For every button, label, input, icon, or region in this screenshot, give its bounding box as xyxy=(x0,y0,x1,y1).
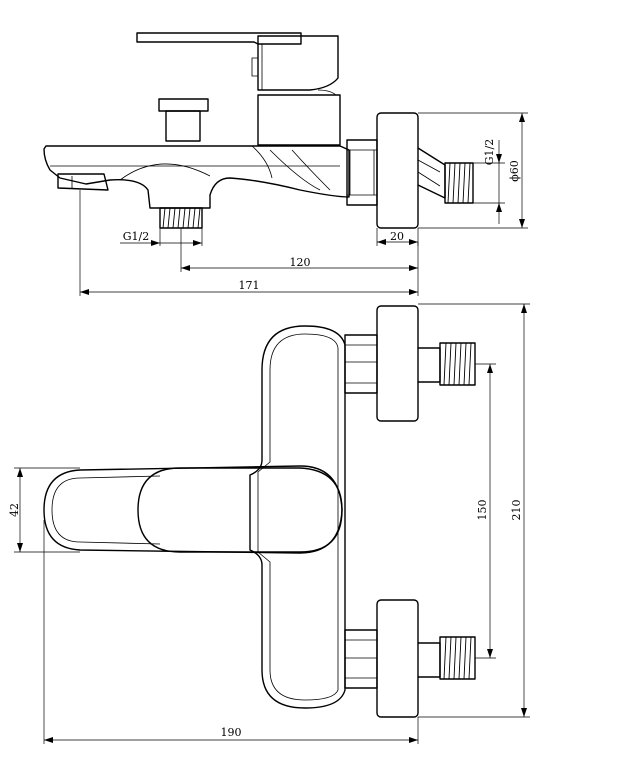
cartridge-housing xyxy=(257,94,341,146)
spout-outlet xyxy=(57,173,109,191)
dim-42: 42 xyxy=(8,503,21,517)
dim-thread-right: G1/2 xyxy=(483,139,496,166)
escutcheon-flange xyxy=(376,112,419,229)
dim-20: 20 xyxy=(390,230,404,243)
upper-inlet xyxy=(344,305,476,422)
handle-body xyxy=(257,35,339,91)
dim-120: 120 xyxy=(290,256,311,269)
handle-top xyxy=(137,467,343,553)
lower-inlet xyxy=(344,599,476,718)
side-view: ϕ60 G1/2 20 G1/2 120 171 xyxy=(43,32,528,296)
dim-thread-bottom: G1/2 xyxy=(123,230,150,243)
dim-150: 150 xyxy=(476,500,489,521)
valve-body-top xyxy=(249,325,346,709)
spout-top xyxy=(43,465,343,554)
valve-body xyxy=(43,145,350,209)
dim-diameter-60: ϕ60 xyxy=(508,160,521,182)
bottom-outlet-thread xyxy=(159,207,203,229)
inlet-thread-side xyxy=(444,162,474,204)
top-view: 42 150 210 190 xyxy=(8,303,530,744)
handle-lever xyxy=(136,32,302,45)
dim-210: 210 xyxy=(510,500,523,521)
dim-171: 171 xyxy=(239,279,260,292)
dim-190: 190 xyxy=(221,726,242,739)
